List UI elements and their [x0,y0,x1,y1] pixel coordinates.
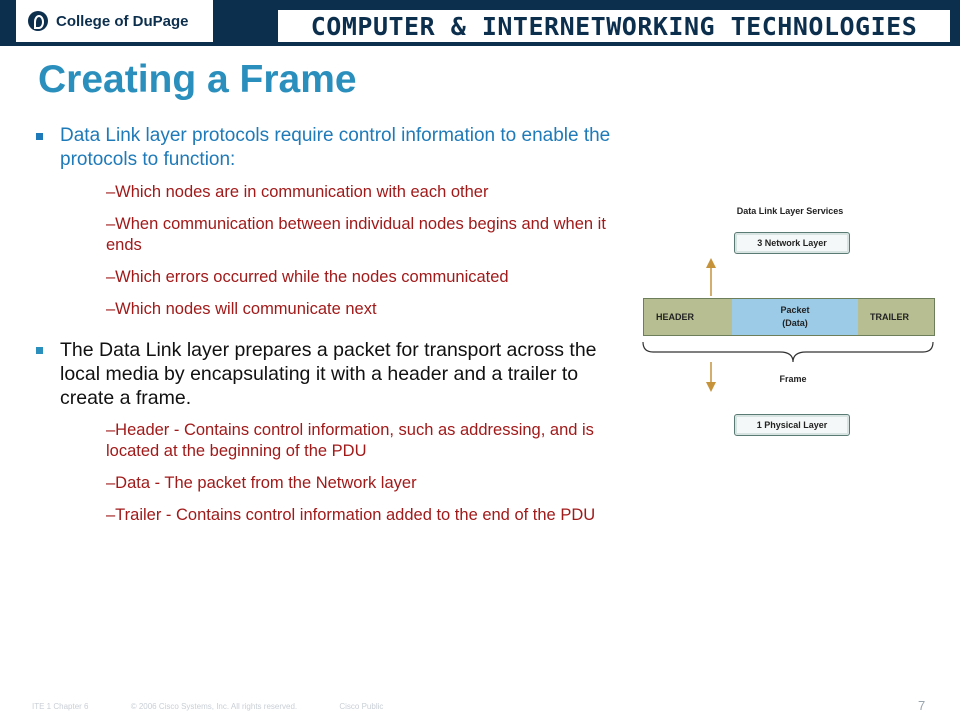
up-arrow-icon [706,258,716,268]
packet-label: Packet [780,305,810,315]
logo-text: College of DuPage [56,12,189,30]
college-logo-icon [28,11,48,31]
frame-header: HEADER [644,299,732,335]
bullet-square-icon [36,347,43,354]
banner-text: COMPUTER & INTERNETWORKING TECHNOLOGIES [310,11,918,41]
program-banner: COMPUTER & INTERNETWORKING TECHNOLOGIES [278,10,950,42]
frame-structure: HEADER Packet (Data) TRAILER [643,298,935,336]
frame-packet: Packet (Data) [732,299,858,335]
diagram-arrows [642,258,934,392]
sub-bullet: –Which nodes are in communication with e… [106,183,489,201]
college-logo: College of DuPage [16,0,213,42]
bullet-text: The Data Link layer prepares a packet fo… [60,339,597,409]
slide-footer: ITE 1 Chapter 6 © 2006 Cisco Systems, In… [32,702,423,711]
frame-brace [642,341,934,363]
sub-bullet: –Data - The packet from the Network laye… [106,474,417,492]
data-label: (Data) [782,318,808,328]
sub-bullet: –Header - Contains control information, … [106,421,594,460]
slide-content: Data Link layer protocols require contro… [36,124,636,537]
footer-course: ITE 1 Chapter 6 [32,702,89,711]
bullet-encapsulation: The Data Link layer prepares a packet fo… [36,338,636,410]
header-bar: College of DuPage COMPUTER & INTERNETWOR… [0,0,960,46]
bullet-control-information: Data Link layer protocols require contro… [36,124,636,172]
data-link-diagram: Data Link Layer Services 3 Network Layer… [640,200,940,460]
sub-bullet: –When communication between individual n… [106,215,606,254]
frame-trailer: TRAILER [858,299,934,335]
frame-label: Frame [779,374,807,384]
down-arrow-icon [706,382,716,392]
bullet-text: Data Link layer protocols require contro… [60,125,611,170]
slide-title: Creating a Frame [38,58,357,101]
footer-copyright: © 2006 Cisco Systems, Inc. All rights re… [130,702,298,711]
network-layer-box: 3 Network Layer [734,232,850,254]
page-number: 7 [918,698,926,713]
sub-bullet: –Which errors occurred while the nodes c… [106,268,509,286]
physical-layer-box: 1 Physical Layer [734,414,850,436]
sub-bullet: –Which nodes will communicate next [106,300,377,318]
diagram-title: Data Link Layer Services [736,206,844,216]
sub-bullet: –Trailer - Contains control information … [106,506,596,524]
footer-classification: Cisco Public [339,702,384,711]
bullet-square-icon [36,133,43,140]
